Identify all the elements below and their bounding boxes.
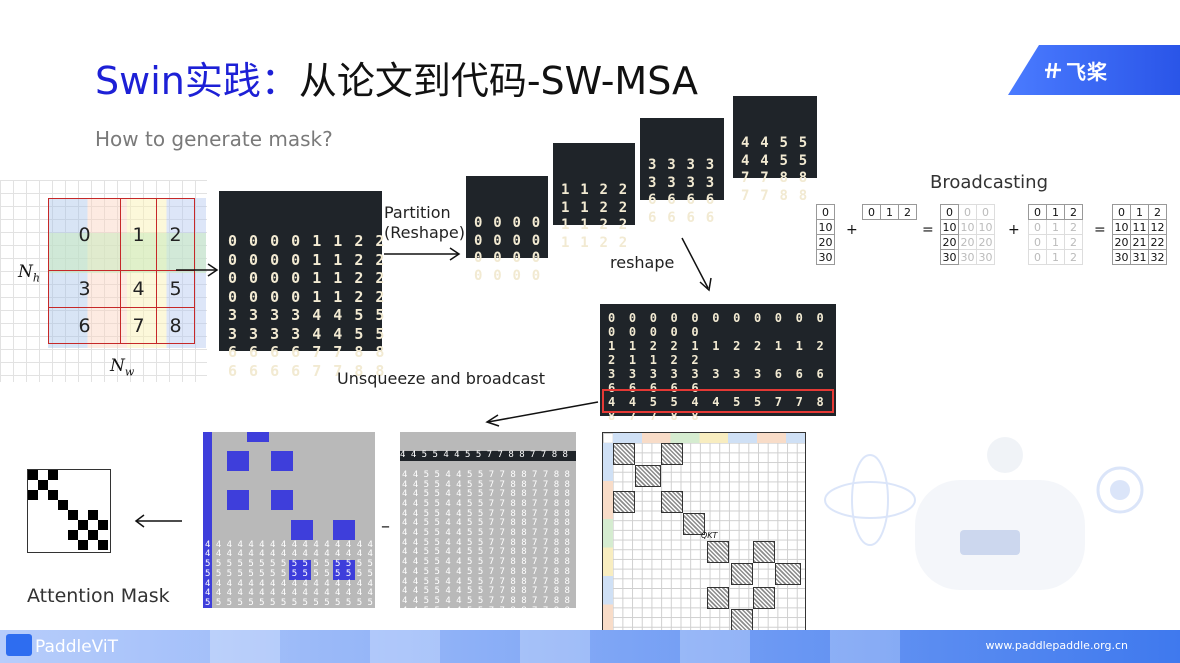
paddle-logo-badge: 飞桨 — [1008, 45, 1180, 95]
subtitle: How to generate mask? — [95, 127, 333, 151]
title-text: 从论文到代码-SW-MSA — [298, 59, 699, 103]
footer-url: www.paddlepaddle.org.cn — [985, 639, 1128, 652]
attention-mask-image — [27, 469, 111, 553]
arrow-unsqueeze — [485, 401, 599, 427]
bc-equals-2: = — [1094, 222, 1106, 238]
qkt-label: QKT — [701, 531, 718, 540]
robot-decoration — [824, 437, 1144, 590]
region-0: 0 — [48, 198, 121, 271]
minus-sign: – — [381, 516, 390, 537]
broadcasting-title: Broadcasting — [930, 172, 1049, 193]
region-8: 8 — [156, 307, 195, 344]
paddlevit-brand: PaddleViT — [6, 634, 118, 657]
broadcast-row-matrix: 4 4 4 4 4 4 4 4 4 4 4 4 4 4 4 4 4 4 4 4 … — [203, 432, 375, 608]
region-2: 2 — [156, 198, 195, 271]
broadcast-col-matrix: 4 4 5 5 4 4 5 5 7 7 8 8 7 7 8 8 4 4 5 5 … — [400, 432, 576, 608]
reshaped-window-matrix: 0 0 0 0 0 0 0 0 0 0 0 0 0 0 0 0 1 1 2 2 … — [600, 304, 836, 423]
paddle-logo-icon — [1045, 62, 1061, 79]
highlighted-row — [602, 389, 834, 413]
nh-label: Nh — [18, 262, 40, 285]
nw-label: Nw — [110, 356, 135, 379]
arrow-to-matrix — [176, 263, 219, 277]
bc-plus-2: + — [1008, 222, 1020, 238]
window-region-grid — [0, 180, 207, 382]
arrow-partition — [384, 247, 461, 261]
unsqueeze-label: Unsqueeze and broadcast — [337, 369, 546, 388]
footer-bar: PaddleViT www.paddlepaddle.org.cn — [0, 630, 1180, 663]
bc-plus-1: + — [846, 222, 858, 238]
paddlevit-logo-icon — [6, 634, 32, 656]
region-4: 4 — [120, 270, 157, 308]
qkt-mask-grid: QKT — [602, 432, 806, 634]
region-6: 6 — [48, 307, 121, 344]
attention-mask-label: Attention Mask — [27, 585, 170, 607]
logo-text: 飞桨 — [1066, 60, 1108, 84]
arrow-to-mask — [134, 514, 182, 528]
region-1: 1 — [120, 198, 157, 271]
page-title: Swin实践：从论文到代码-SW-MSA — [95, 50, 698, 105]
bc-equals-1: = — [922, 222, 934, 238]
arrow-reshape — [681, 237, 712, 292]
partition-label: Partition (Reshape) — [384, 203, 466, 242]
reshape-label: reshape — [610, 253, 675, 272]
region-7: 7 — [120, 307, 157, 344]
region-3: 3 — [48, 270, 121, 308]
title-highlight: Swin实践： — [95, 59, 299, 103]
